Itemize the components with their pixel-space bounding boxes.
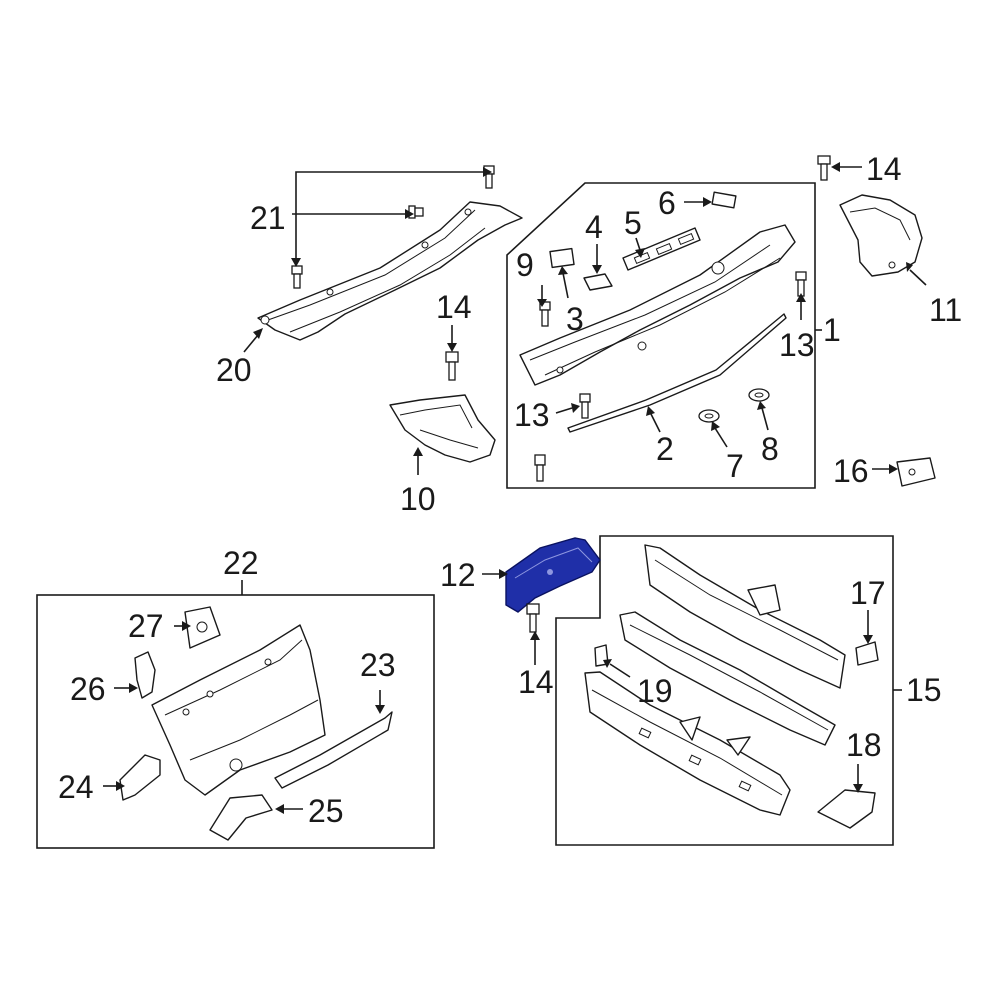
clip-14-lower <box>526 603 540 633</box>
leader-21 <box>295 171 483 265</box>
part-24-bracket <box>119 754 161 801</box>
part-15-small-bracket <box>747 584 781 616</box>
callout-22: 22 <box>223 545 259 581</box>
clip-14-upper-right <box>817 155 831 181</box>
part-11-side-bracket <box>839 194 923 277</box>
callout-4: 4 <box>585 209 603 245</box>
leader-8 <box>761 407 769 431</box>
leader-11 <box>909 269 927 286</box>
bolt-13-right <box>795 271 807 297</box>
callout-20: 20 <box>216 352 252 388</box>
callout-24: 24 <box>58 769 94 805</box>
callout-11: 11 <box>929 292 962 328</box>
callout-15: 15 <box>906 672 942 708</box>
leader-7 <box>714 427 728 448</box>
callout-5: 5 <box>624 205 642 241</box>
callout-10: 10 <box>400 481 436 517</box>
leader-5 <box>635 237 641 251</box>
leader-2 <box>649 411 661 433</box>
callout-18: 18 <box>846 727 882 763</box>
part-3-block <box>549 247 575 269</box>
part-15-gusset-a <box>679 716 701 741</box>
part-15-middle-panel <box>619 611 836 746</box>
part-15-upper-panel <box>644 544 846 689</box>
part-10-bracket <box>389 394 496 463</box>
part-17-clip <box>855 641 879 666</box>
clip-14-center <box>445 351 459 381</box>
leader-20 <box>243 334 259 353</box>
part-12-shape <box>505 537 601 613</box>
part-15-lower-panel <box>584 671 791 816</box>
part-25-bracket <box>209 794 273 841</box>
callout-1: 1 <box>823 312 841 348</box>
callout-23: 23 <box>360 647 396 683</box>
callout-27: 27 <box>128 608 164 644</box>
callout-16: 16 <box>833 453 869 489</box>
callout-3: 3 <box>566 301 584 337</box>
callout-12: 12 <box>440 557 476 593</box>
callout-17: 17 <box>850 575 886 611</box>
part-18-bracket <box>817 789 876 829</box>
leader-13-left <box>555 407 573 414</box>
part-8-grommet-hole <box>754 392 764 398</box>
group-frame-15 <box>555 535 894 846</box>
bolt-unlabeled <box>534 454 546 482</box>
part-6-block <box>711 191 737 209</box>
callout-19: 19 <box>637 673 673 709</box>
callout-2: 2 <box>656 431 674 467</box>
callout-7: 7 <box>726 448 744 484</box>
callout-26: 26 <box>70 671 106 707</box>
part-5-pads <box>622 227 701 271</box>
part-15-gusset-b <box>726 736 751 756</box>
part-1-cowl-panel <box>519 224 796 386</box>
bolt-21-lower <box>291 265 303 289</box>
part-22-floor-panel <box>151 624 326 796</box>
part-4-pad <box>583 273 613 291</box>
callout-21: 21 <box>250 200 286 236</box>
part-27-plate <box>184 606 221 649</box>
callout-13-left: 13 <box>514 397 550 433</box>
bolt-21-middle <box>408 205 424 219</box>
callout-8: 8 <box>761 431 779 467</box>
callout-14-center: 14 <box>436 289 472 325</box>
part-2-seal <box>567 313 787 433</box>
bolt-13-left <box>579 393 591 419</box>
group-frame-22 <box>36 594 435 849</box>
callout-6: 6 <box>658 185 676 221</box>
part-23-rail <box>274 711 393 789</box>
leader-19 <box>609 663 631 678</box>
callout-25: 25 <box>308 793 344 829</box>
part-7-grommet-hole <box>704 413 714 419</box>
part-20-cowl-top <box>257 201 523 341</box>
callout-14-right: 14 <box>866 151 902 187</box>
group-frame-1 <box>506 182 816 489</box>
part-16-bracket <box>896 457 936 487</box>
part-12-highlighted-bracket <box>505 537 601 613</box>
part-26-bracket <box>134 651 156 699</box>
callout-9: 9 <box>516 247 534 283</box>
callout-14-lower: 14 <box>518 664 554 700</box>
leader-3 <box>562 272 569 299</box>
callout-13-right: 13 <box>779 327 815 363</box>
